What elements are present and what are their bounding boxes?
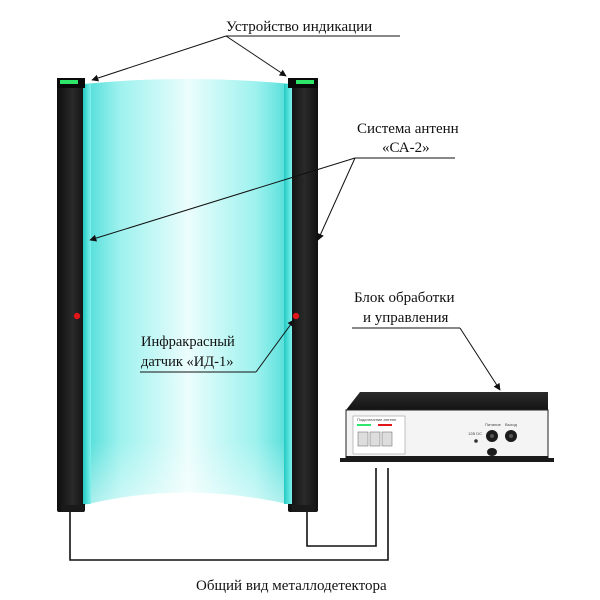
arrow-indicator-left [91,35,227,82]
output-label: Выход [505,422,518,427]
antenna-connector-1 [357,431,369,447]
panel-left-label: Подключение антенн [357,417,396,422]
label-antenna-system-line2: «СА-2» [382,140,430,156]
diagram-caption: Общий вид металлодетектора [196,578,387,594]
label-indicator-device: Устройство индикации [226,19,372,35]
dc-label: 12В DC [468,431,482,436]
label-ir-sensor-line1: Инфракрасный [141,334,235,350]
left-led-indicator [60,80,78,84]
cable-right-pillar [306,468,377,547]
antenna-connector-2 [369,431,381,447]
detection-field [84,79,292,505]
arrow-antenna-left [89,157,356,242]
right-antenna-pillar [284,78,318,512]
cables [69,468,389,561]
left-ir-sensor [73,312,81,320]
arrow-ir-sensor [255,319,295,373]
arrow-antenna-right [317,157,356,241]
cable-left-pillar [69,468,389,561]
leader-lines [89,35,501,391]
arrow-indicator-right [225,35,287,77]
power-switch [487,448,497,456]
label-processing-unit-line1: Блок обработки [354,290,455,306]
label-antenna-system-line1: Система антенн [357,121,459,137]
label-ir-sensor-line2: датчик «ИД-1» [141,354,233,370]
right-led-indicator [296,80,314,84]
processing-control-box: Подключение антенн Питание Выход 12В DC [340,392,554,462]
right-ir-sensor [292,312,300,320]
antenna-connector-3 [381,431,393,447]
power-label: Питание [485,422,502,427]
label-processing-unit-line2: и управления [363,310,449,326]
left-antenna-pillar [57,78,91,512]
arrow-processing-unit [459,327,501,391]
